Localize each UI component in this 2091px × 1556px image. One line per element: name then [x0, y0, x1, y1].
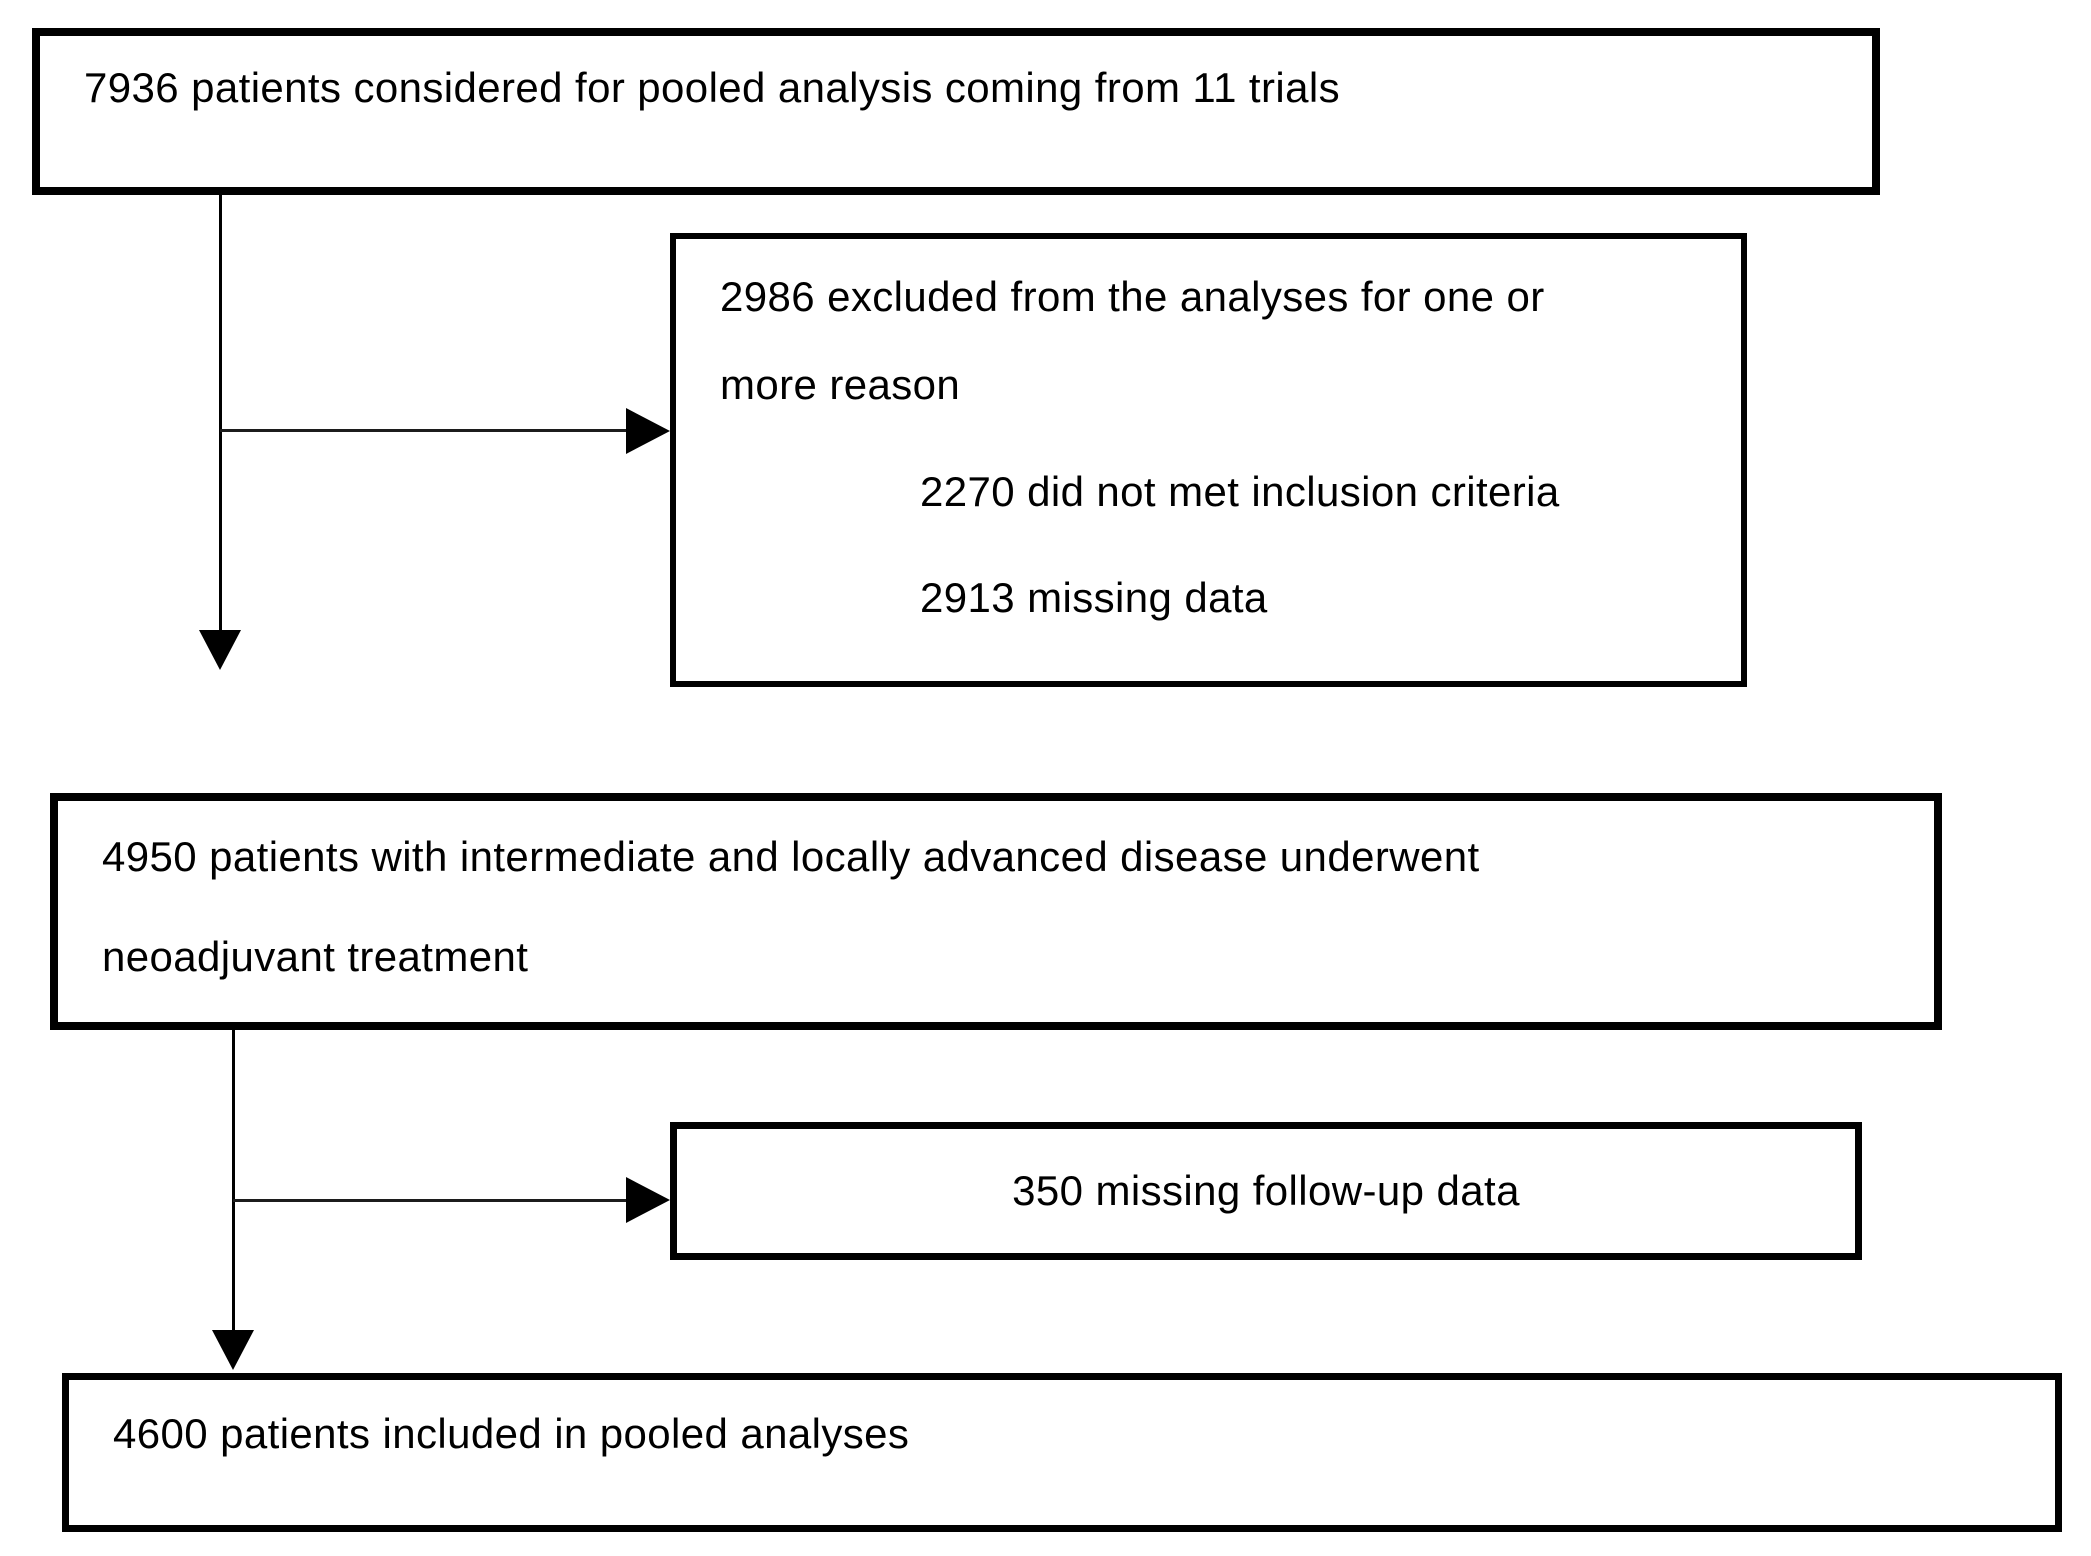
node-patients-considered: 7936 patients considered for pooled anal… [32, 28, 1880, 195]
arrow-branch-to-excluded-line [220, 429, 628, 432]
arrow-neoadjuvant-to-included-head-icon [212, 1330, 254, 1370]
node-neoadjuvant: 4950 patients with intermediate and loca… [50, 793, 1942, 1030]
node-excluded-subitem-inclusion-criteria: 2270 did not met inclusion criteria [920, 467, 1560, 515]
node-neoadjuvant-line-2: neoadjuvant treatment [102, 933, 529, 981]
node-neoadjuvant-line-1: 4950 patients with intermediate and loca… [102, 833, 1480, 880]
arrow-branch-to-missing-followup-line [233, 1199, 628, 1202]
node-excluded: 2986 excluded from the analyses for one … [670, 233, 1747, 687]
node-missing-followup-text: 350 missing follow-up data [1012, 1166, 1520, 1214]
node-included: 4600 patients included in pooled analyse… [62, 1373, 2062, 1532]
node-included-text: 4600 patients included in pooled analyse… [113, 1410, 910, 1457]
arrow-considered-to-neoadjuvant-head-icon [199, 630, 241, 670]
arrow-branch-to-excluded-head-icon [626, 408, 670, 454]
node-missing-followup: 350 missing follow-up data [670, 1122, 1862, 1260]
arrow-neoadjuvant-to-included-line [232, 1030, 235, 1332]
node-excluded-subitem-missing-data: 2913 missing data [920, 573, 1268, 621]
node-excluded-line-1: 2986 excluded from the analyses for one … [720, 273, 1545, 320]
node-patients-considered-text: 7936 patients considered for pooled anal… [84, 64, 1340, 111]
node-excluded-line-2: more reason [720, 361, 961, 409]
arrow-branch-to-missing-followup-head-icon [626, 1177, 670, 1223]
arrow-considered-to-neoadjuvant-line [219, 195, 222, 632]
